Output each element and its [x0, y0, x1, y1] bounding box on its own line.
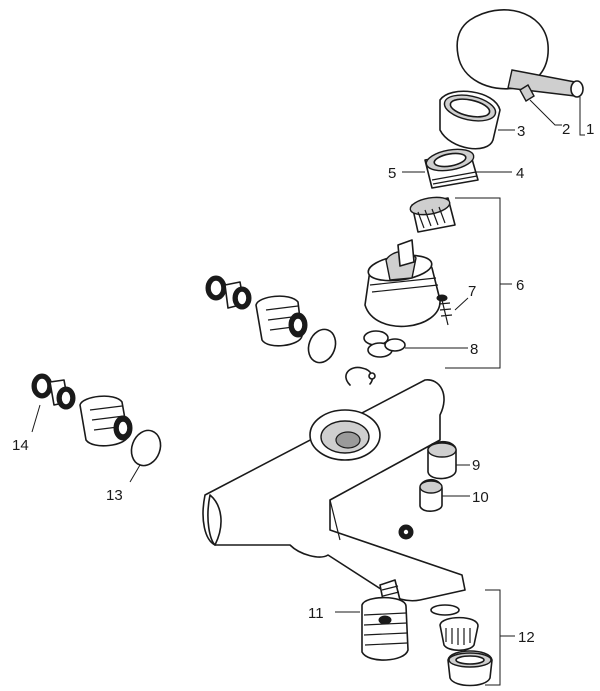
lower-union-nut	[79, 395, 133, 447]
upper-eccentric-connector	[205, 275, 252, 310]
mixer-body	[202, 379, 466, 602]
grub-screw	[519, 84, 535, 102]
label-9: 9	[472, 457, 480, 474]
label-6: 6	[516, 277, 524, 294]
label-8: 8	[470, 341, 478, 358]
aerator-housing	[447, 650, 493, 687]
cartridge-adapter	[409, 196, 456, 233]
diverter-cartridge	[361, 579, 409, 661]
label-10: 10	[472, 489, 489, 506]
part-labels: 1 2 3 4 5 6 7 8 9 10 11 12 13 14	[12, 121, 594, 646]
label-13: 13	[106, 487, 123, 504]
cartridge	[364, 239, 441, 328]
label-14: 14	[12, 437, 29, 454]
lower-seal-ring	[130, 429, 162, 467]
cover-ring	[439, 90, 501, 150]
upper-seal-ring	[307, 328, 337, 364]
upper-union-nut	[255, 295, 308, 347]
seal-rings	[363, 330, 406, 358]
aerator-seal	[430, 604, 460, 616]
clip	[345, 366, 376, 386]
label-4: 4	[516, 165, 524, 182]
threaded-nut	[424, 148, 479, 189]
label-5: 5	[388, 165, 396, 182]
label-7: 7	[468, 283, 476, 300]
cap-10	[419, 478, 443, 512]
lower-eccentric-connector	[31, 373, 76, 410]
cartridge-screw	[436, 294, 453, 326]
label-1: 1	[586, 121, 594, 138]
label-3: 3	[517, 123, 525, 140]
lever-handle	[456, 9, 584, 98]
aerator-insert	[439, 616, 479, 652]
label-11: 11	[308, 605, 324, 622]
cap-9	[427, 440, 457, 480]
label-2: 2	[562, 121, 570, 138]
label-12: 12	[518, 629, 535, 646]
leader-lines	[31, 97, 585, 686]
